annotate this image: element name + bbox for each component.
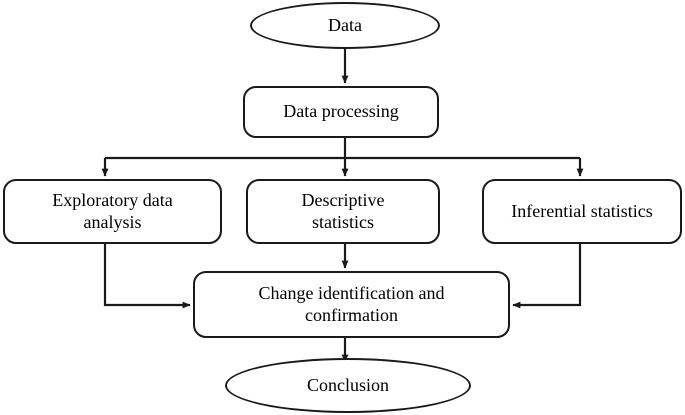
- edge-inferential-to-change: [512, 244, 582, 309]
- node-inferential-statistics[interactable]: Inferential statistics: [482, 179, 682, 244]
- node-change-identification-and-confirmation-label: Change identification and confirmation: [258, 282, 445, 325]
- node-conclusion[interactable]: Conclusion: [225, 358, 471, 413]
- node-data[interactable]: Data: [250, 2, 440, 49]
- node-descriptive-statistics-label: Descriptive statistics: [301, 189, 385, 232]
- edge-exploratory-to-change: [103, 244, 191, 309]
- node-exploratory-data-analysis-label: Exploratory data analysis: [52, 189, 173, 232]
- node-inferential-statistics-label: Inferential statistics: [511, 200, 653, 221]
- node-change-identification-and-confirmation[interactable]: Change identification and confirmation: [193, 271, 510, 338]
- node-descriptive-statistics[interactable]: Descriptive statistics: [246, 179, 440, 244]
- node-conclusion-label: Conclusion: [306, 374, 389, 395]
- node-data-processing-label: Data processing: [283, 101, 399, 122]
- node-exploratory-data-analysis[interactable]: Exploratory data analysis: [3, 179, 222, 244]
- node-data-label: Data: [328, 14, 362, 35]
- node-data-processing[interactable]: Data processing: [243, 86, 439, 138]
